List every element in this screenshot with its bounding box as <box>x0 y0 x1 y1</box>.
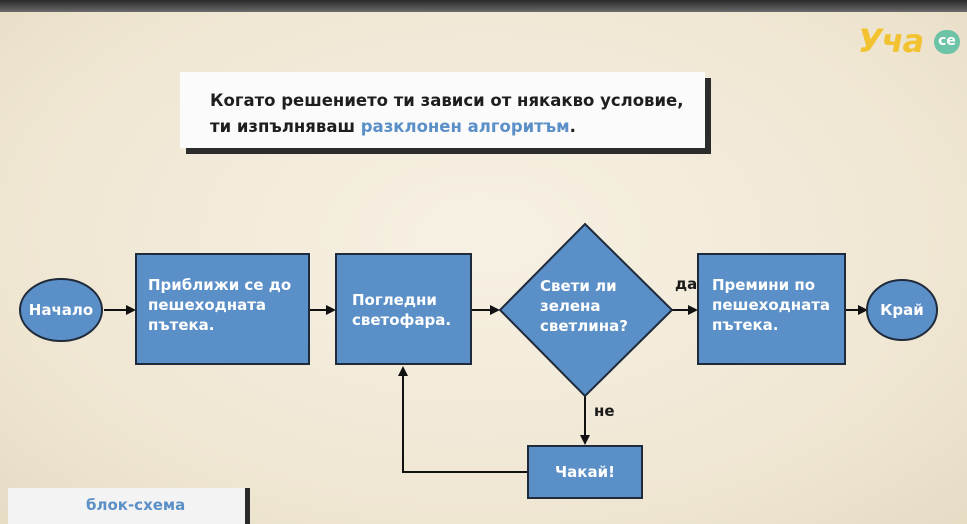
footer-tab: блок-схема <box>8 488 250 524</box>
decision-text: Свети ли зелена светлина? <box>540 276 628 336</box>
step3-line-1: Премини по <box>712 276 816 294</box>
footer-label: блок-схема <box>86 496 186 514</box>
arrow-wait-to-step2 <box>398 366 528 473</box>
step2-node <box>335 253 472 365</box>
step2-line-2: светофара. <box>352 311 452 329</box>
start-node <box>19 278 103 342</box>
no-label: не <box>594 402 615 420</box>
step3-node <box>697 253 846 365</box>
step2-line-1: Погледни <box>352 291 437 309</box>
end-node <box>866 279 938 341</box>
wait-label: Чакай! <box>555 463 615 481</box>
ucha-se-logo: Уча се <box>858 22 960 64</box>
yes-label: да <box>675 275 698 293</box>
callout-line-2-suffix: . <box>569 117 576 136</box>
callout-line-2-prefix: ти изпълняваш <box>210 117 361 136</box>
top-shadow-band <box>0 0 967 12</box>
step1-line-2: пешеходната <box>148 296 267 314</box>
step1-line-1: Приближи се до <box>148 276 292 294</box>
logo-text: Уча <box>858 22 924 60</box>
decision-node <box>498 222 674 398</box>
step1-line-3: пътека. <box>148 316 215 334</box>
wait-node <box>527 445 643 499</box>
decision-line-3: светлина? <box>540 317 628 335</box>
decision-line-2: зелена <box>540 297 601 315</box>
callout-line-2: ти изпълняваш разклонен алгоритъм. <box>210 117 576 136</box>
step1-node <box>135 253 310 365</box>
explanation-callout: Когато решението ти зависи от някакво ус… <box>180 72 705 148</box>
callout-highlight: разклонен алгоритъм <box>360 117 570 136</box>
step2-text: Погледни светофара. <box>352 290 451 330</box>
step3-line-2: пешеходната <box>712 296 831 314</box>
decision-line-1: Свети ли <box>540 277 617 295</box>
start-label: Начало <box>28 301 94 319</box>
step3-text: Премини по пешеходната пътека. <box>712 275 830 335</box>
step1-text: Приближи се до пешеходната пътека. <box>148 275 291 335</box>
callout-line-1: Когато решението ти зависи от някакво ус… <box>210 91 684 110</box>
logo-badge: се <box>934 30 960 54</box>
step3-line-3: пътека. <box>712 316 779 334</box>
end-label: Край <box>880 301 924 319</box>
